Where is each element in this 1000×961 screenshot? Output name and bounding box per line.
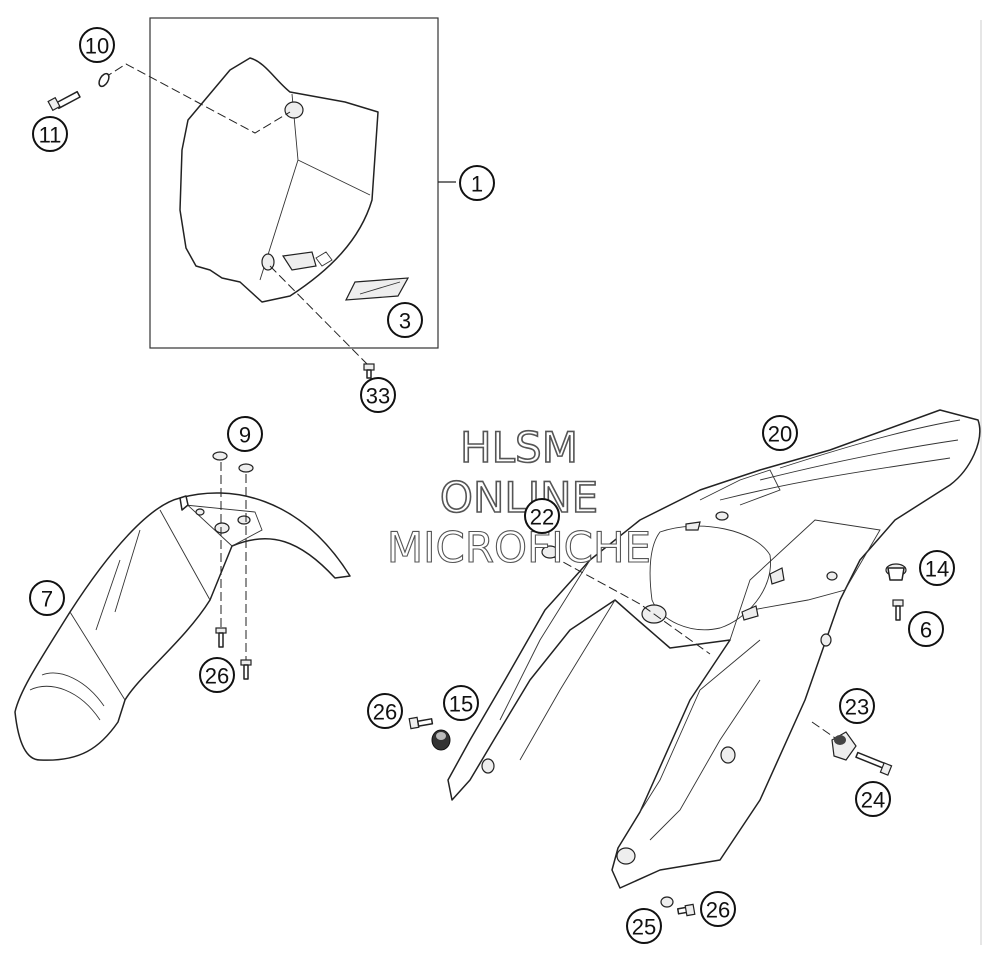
grommet-14-body — [887, 567, 905, 581]
callout-circle — [855, 781, 891, 817]
callout-c15: 15 — [443, 685, 479, 721]
callout-circle — [459, 165, 495, 201]
callout-circle — [32, 116, 68, 152]
front-fender — [14, 492, 351, 761]
callout-c26b: 26 — [367, 693, 403, 729]
screw-26-front-b — [240, 659, 252, 680]
watermark-line1: HLSM — [460, 423, 578, 472]
callout-number: 11 — [39, 123, 62, 148]
callout-circle — [199, 657, 235, 693]
front-number-plate — [179, 57, 379, 303]
callout-circle — [227, 416, 263, 452]
screw-26-mid — [408, 716, 434, 730]
washer-25 — [660, 896, 674, 908]
callout-c10: 10 — [79, 27, 115, 63]
callout-number: 14 — [925, 557, 949, 582]
callout-c3: 3 — [387, 302, 423, 338]
callout-circle — [919, 550, 955, 586]
callout-c6: 6 — [908, 611, 944, 647]
callout-c22: 22 — [524, 498, 560, 534]
dash-33-plate — [269, 265, 369, 366]
callout-number: 22 — [530, 505, 554, 530]
callout-circle — [908, 611, 944, 647]
decal-stripe — [359, 281, 401, 295]
nut-23 — [831, 731, 857, 761]
dash-23 — [811, 721, 839, 741]
rear-fender — [447, 409, 981, 889]
nut-22 — [541, 545, 559, 559]
callout-circle — [700, 891, 736, 927]
callout-circle — [387, 302, 423, 338]
grommet-9a — [212, 451, 228, 461]
callout-number: 9 — [239, 423, 251, 448]
watermark-line2: ONLINE — [440, 473, 598, 522]
callout-c24: 24 — [855, 781, 891, 817]
screw-6 — [892, 599, 904, 621]
screw-26-front-a — [215, 627, 227, 648]
callout-number: 25 — [632, 915, 656, 940]
callout-c7: 7 — [29, 580, 65, 616]
callout-c33: 33 — [360, 377, 396, 413]
callout-c20: 20 — [762, 415, 798, 451]
callout-c1: 1 — [459, 165, 495, 201]
callout-number: 6 — [920, 618, 932, 643]
grommet-15 — [431, 729, 451, 751]
callout-c26c: 26 — [700, 891, 736, 927]
screw-26-bottom — [676, 903, 696, 917]
callout-circle — [29, 580, 65, 616]
washer-10 — [98, 72, 110, 88]
callout-number: 15 — [449, 692, 473, 717]
callout-c23: 23 — [839, 688, 875, 724]
callout-number: 7 — [41, 587, 53, 612]
callout-c26a: 26 — [199, 657, 235, 693]
callout-number: 26 — [373, 700, 397, 725]
callout-c25: 25 — [626, 908, 662, 944]
dash-22 — [551, 555, 711, 655]
callout-circle — [443, 685, 479, 721]
callout-number: 20 — [768, 422, 792, 447]
callout-circle — [367, 693, 403, 729]
callout-number: 33 — [366, 384, 390, 409]
grommet-9b — [238, 463, 254, 473]
callout-c9: 9 — [227, 416, 263, 452]
callout-number: 3 — [399, 309, 411, 334]
callout-circle — [762, 415, 798, 451]
callout-circle — [360, 377, 396, 413]
callout-number: 1 — [471, 172, 483, 197]
watermark-line3: MICROFICHE — [387, 523, 651, 572]
callout-circle — [839, 688, 875, 724]
screw-11 — [47, 90, 81, 112]
callout-c14: 14 — [919, 550, 955, 586]
callout-c11: 11 — [32, 116, 68, 152]
group-box-number-plate — [149, 17, 439, 349]
callout-number: 10 — [85, 34, 109, 59]
callout-circle — [79, 27, 115, 63]
bolt-24 — [855, 751, 893, 776]
callout-number: 23 — [845, 695, 869, 720]
callout-number: 26 — [205, 664, 229, 689]
dash-10-plate — [103, 63, 291, 134]
callout-number: 26 — [706, 898, 730, 923]
screw-33 — [363, 363, 375, 379]
callout-number: 24 — [861, 788, 885, 813]
callout-circle — [626, 908, 662, 944]
callout-circle — [524, 498, 560, 534]
